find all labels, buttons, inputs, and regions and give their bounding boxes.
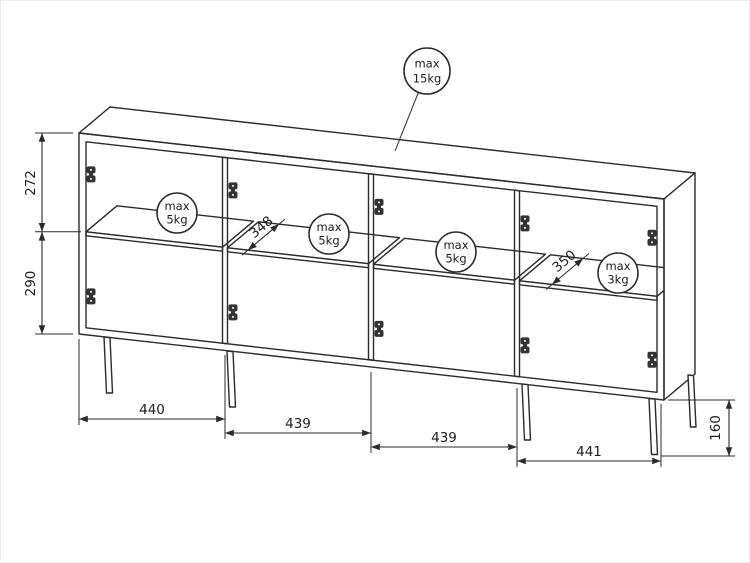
divider-panel-1	[221, 156, 229, 345]
dimension-bottom-4: 441	[517, 444, 661, 465]
dimension-label-439-b: 439	[431, 430, 457, 446]
dimension-bottom-2: 439	[225, 416, 371, 437]
load-badge-shelf2-line1: max	[316, 220, 341, 234]
dimension-bottom-3: 439	[371, 430, 517, 451]
hinge-icon	[86, 166, 96, 183]
hinge-icon	[374, 198, 384, 215]
dimension-left-upper: 272	[23, 132, 81, 233]
load-badge-shelf1-line1: max	[164, 199, 189, 213]
cabinet-leg-back	[687, 374, 697, 428]
hinge-hardware	[86, 166, 657, 368]
load-badge-shelf-2: max 5kg	[308, 213, 350, 255]
load-badge-shelf1-line2: 5kg	[166, 213, 187, 227]
cabinet-legs	[103, 336, 697, 456]
load-badge-shelf4-line2: 3kg	[607, 273, 628, 287]
dimension-left-lower: 290	[23, 231, 73, 335]
cabinet-side-face	[663, 172, 696, 401]
cabinet-front-face	[78, 132, 665, 401]
dimension-label-440: 440	[139, 402, 165, 418]
load-badge-shelf2-line2: 5kg	[318, 234, 339, 248]
hinge-icon	[86, 288, 96, 305]
hinge-icon	[228, 304, 238, 321]
dimension-label-290: 290	[23, 271, 39, 297]
cabinet-leg	[103, 336, 114, 394]
hinge-icon	[228, 182, 238, 199]
cabinet-top-face	[78, 106, 696, 200]
load-badge-shelf-1: max 5kg	[156, 192, 198, 234]
hinge-icon	[520, 215, 530, 232]
load-badge-top: max 15kg	[394, 47, 451, 152]
load-badge-shelf3-line2: 5kg	[445, 252, 466, 266]
dimension-label-439-a: 439	[285, 416, 311, 432]
hinge-icon	[520, 337, 530, 354]
dimension-label-441: 441	[576, 444, 602, 460]
dimension-label-160: 160	[708, 415, 724, 441]
cabinet-leg	[648, 397, 659, 456]
dimension-label-272: 272	[23, 170, 39, 196]
divider-panel-2	[367, 173, 375, 361]
load-badge-top-line2: 15kg	[413, 72, 442, 86]
load-badge-shelf3-line1: max	[443, 238, 468, 252]
cabinet-leg	[226, 350, 237, 408]
dimension-bottom-1: 440	[79, 402, 225, 423]
dimension-leg-height: 160	[661, 399, 735, 457]
load-badge-shelf-3: max 5kg	[435, 231, 477, 273]
load-badge-top-line1: max	[414, 57, 439, 71]
load-badge-shelf4-line1: max	[605, 259, 630, 273]
dimension-bottom-extensions	[78, 339, 662, 467]
load-badge-shelf-4: max 3kg	[597, 252, 639, 294]
cabinet-leg	[521, 383, 532, 441]
hinge-icon	[647, 351, 657, 368]
divider-panel-3	[513, 189, 521, 378]
hinge-icon	[374, 320, 384, 337]
hinge-icon	[647, 229, 657, 246]
